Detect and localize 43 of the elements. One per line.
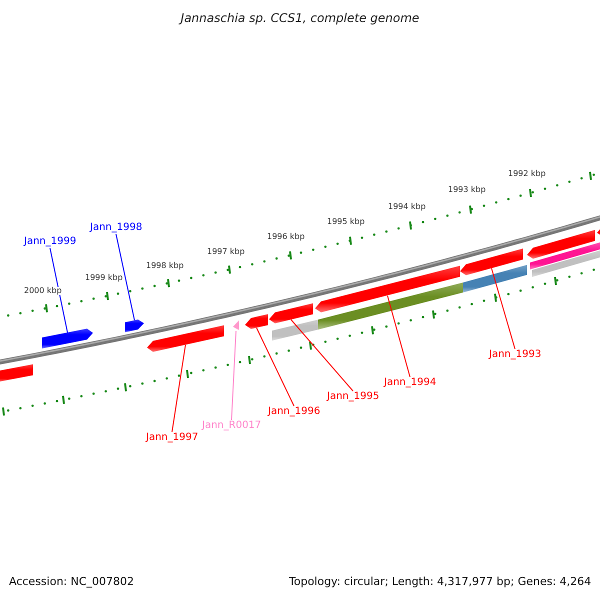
gene-feature [0, 364, 33, 382]
gene-label: Jann_1999 [24, 237, 76, 247]
gene-feature [147, 325, 224, 352]
leader-line [491, 268, 516, 350]
gene-label: Jann_R0017 [202, 421, 262, 431]
scale-label: 1996 kbp [267, 233, 305, 241]
gene-label: Jann_1998 [90, 223, 142, 233]
leader-line [172, 344, 186, 432]
gene-label: Jann_1993 [489, 350, 542, 360]
scale-label: 1998 kbp [146, 262, 184, 270]
leader-line [256, 327, 294, 406]
gene-feature [460, 248, 523, 276]
gene-label: Jann_1995 [327, 392, 380, 402]
rna-feature [233, 320, 239, 330]
leader-line [50, 248, 68, 333]
gene-label: Jann_1996 [268, 407, 320, 417]
scale-label: 1992 kbp [508, 170, 546, 178]
scale-label: 2000 kbp [24, 287, 62, 295]
scale-label: 1999 kbp [85, 274, 123, 282]
leader-line [387, 295, 410, 378]
gene-feature [527, 230, 595, 259]
gene-feature [125, 320, 144, 332]
scale-label: 1994 kbp [388, 203, 426, 211]
genome-summary: Topology: circular; Length: 4,317,977 bp; Genes: 4,264 [289, 576, 592, 587]
feature-bar [463, 264, 527, 292]
gene-feature [245, 314, 268, 329]
feature-bar [318, 282, 463, 330]
gene-label: Jann_1997 [146, 433, 198, 443]
feature-bar [530, 242, 600, 270]
accession-text: Accession: NC_007802 [9, 576, 134, 587]
feature-bar [272, 320, 318, 341]
gene-feature [42, 328, 93, 348]
gene-label: Jann_1994 [384, 378, 436, 388]
scale-label: 1993 kbp [448, 186, 486, 194]
scale-label: 1995 kbp [327, 218, 365, 226]
gene-feature [269, 303, 313, 324]
leader-line [290, 319, 354, 392]
leader-line [116, 234, 135, 321]
gene-feature [315, 266, 460, 312]
title: Jannaschia sp. CCS1, complete genome [178, 12, 420, 24]
scale-label: 1997 kbp [207, 248, 245, 256]
leader-line [231, 330, 236, 420]
feature-bar [532, 250, 600, 277]
